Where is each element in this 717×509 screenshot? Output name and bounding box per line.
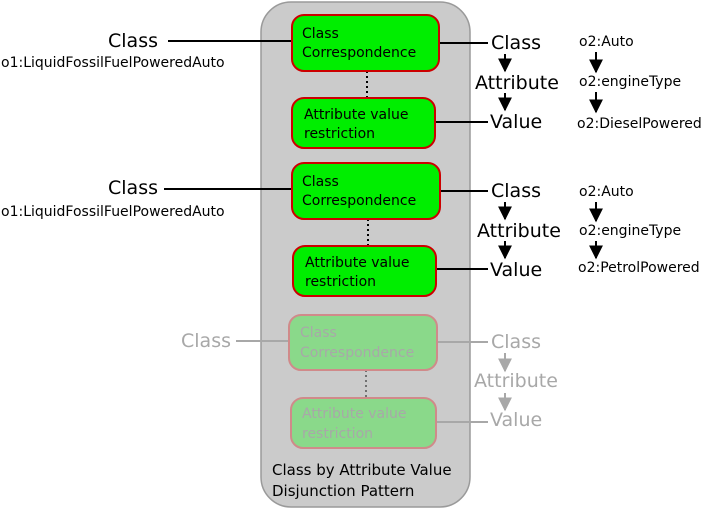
o2-value-label: o2:DieselPowered	[577, 116, 702, 132]
attribute-value-restriction-box[interactable]	[290, 397, 437, 449]
o2-value-label: o2:PetrolPowered	[578, 260, 700, 276]
pattern-block-1: Class Correspondence Attribute value res…	[1, 14, 702, 149]
attribute-value-restriction-box[interactable]	[292, 245, 437, 297]
left-entity-label: o1:LiquidFossilFuelPoweredAuto	[1, 55, 225, 71]
right-class-label: Class	[491, 180, 541, 202]
o2-attribute-label: o2:engineType	[579, 223, 681, 239]
right-attribute-label: Attribute	[475, 72, 559, 94]
attribute-restriction-label: restriction	[304, 126, 375, 142]
right-attribute-label: Attribute	[477, 220, 561, 242]
class-correspondence-label: Class	[302, 174, 339, 190]
o2-attribute-label: o2:engineType	[579, 74, 681, 90]
class-correspondence-label: Correspondence	[302, 193, 416, 209]
right-value-label: Value	[490, 409, 542, 431]
attribute-restriction-label: Attribute value	[302, 406, 407, 422]
pattern-block-3-faded: Class Correspondence Attribute value res…	[181, 314, 558, 449]
class-correspondence-label: Correspondence	[300, 345, 414, 361]
class-correspondence-label: Class	[302, 26, 339, 42]
left-class-label: Class	[108, 177, 158, 199]
o2-class-label: o2:Auto	[579, 184, 634, 200]
left-entity-label: o1:LiquidFossilFuelPoweredAuto	[1, 204, 225, 220]
attribute-restriction-label: restriction	[305, 274, 376, 290]
left-class-label: Class	[108, 30, 158, 52]
class-correspondence-box[interactable]	[291, 162, 441, 220]
right-value-label: Value	[490, 111, 542, 133]
right-class-label: Class	[491, 331, 541, 353]
class-correspondence-label: Class	[300, 325, 337, 341]
attribute-restriction-label: Attribute value	[304, 107, 409, 123]
class-correspondence-box[interactable]	[291, 14, 440, 72]
attribute-value-restriction-box[interactable]	[291, 97, 436, 149]
attribute-restriction-label: restriction	[302, 426, 373, 442]
pattern-block-2: Class Correspondence Attribute value res…	[1, 162, 700, 297]
pattern-caption: Class by Attribute Value	[272, 461, 452, 479]
class-correspondence-box[interactable]	[288, 314, 438, 371]
pattern-caption: Disjunction Pattern	[272, 482, 414, 500]
o2-class-label: o2:Auto	[579, 34, 634, 50]
right-value-label: Value	[490, 259, 542, 281]
left-class-label: Class	[181, 330, 231, 352]
right-attribute-label: Attribute	[474, 370, 558, 392]
class-correspondence-label: Correspondence	[302, 45, 416, 61]
right-class-label: Class	[491, 32, 541, 54]
attribute-restriction-label: Attribute value	[305, 255, 410, 271]
